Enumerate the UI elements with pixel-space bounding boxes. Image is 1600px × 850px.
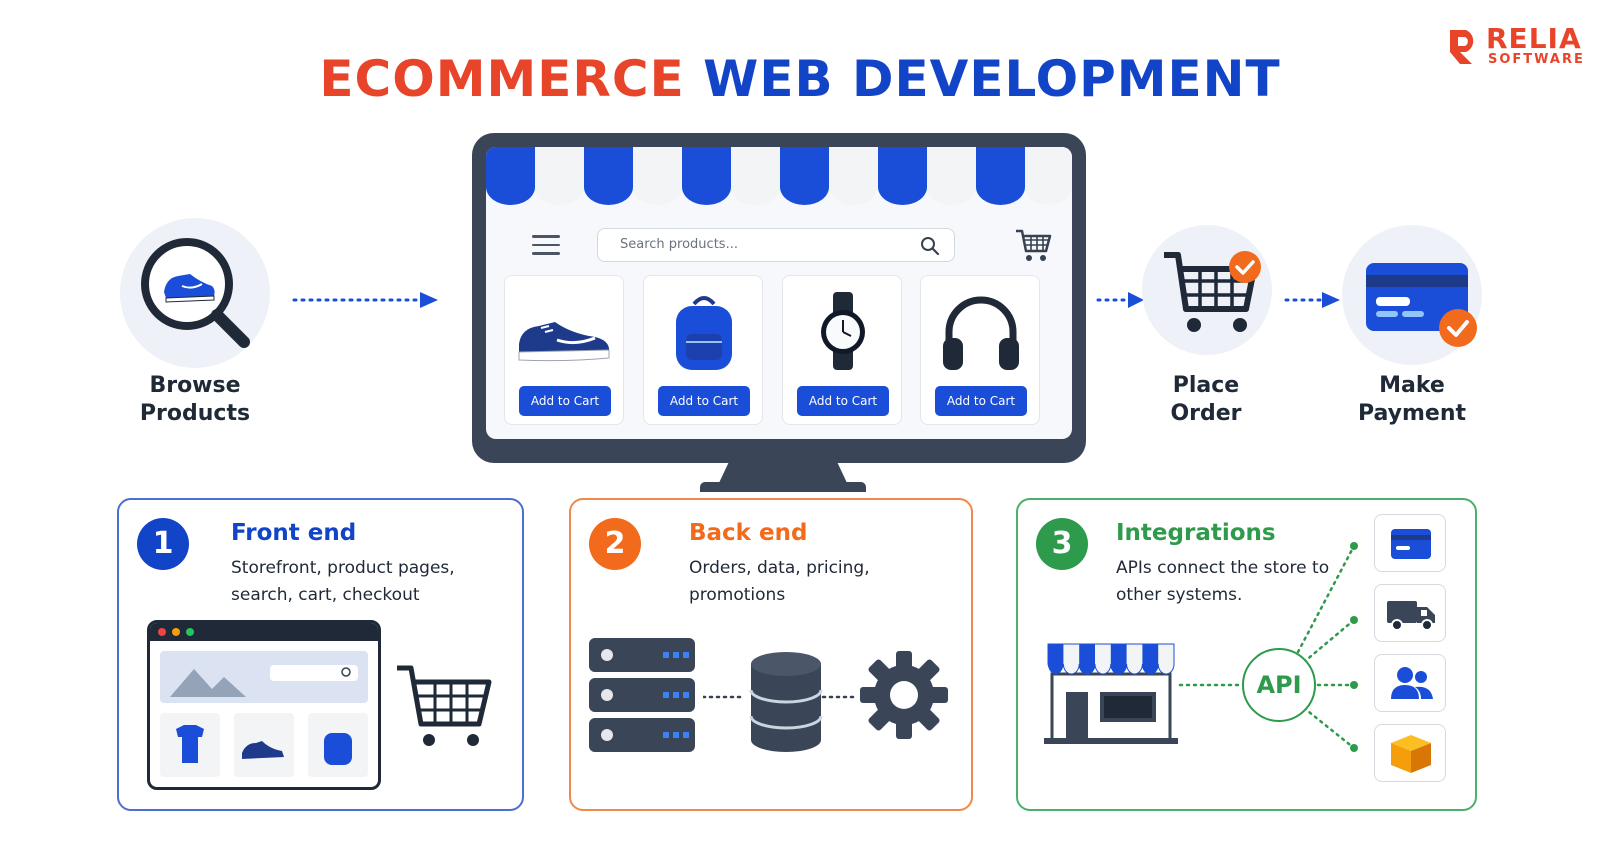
add-to-cart-button[interactable]: Add to Cart (935, 386, 1027, 416)
store-monitor: Search products... Add to Cart (472, 133, 1086, 463)
package-icon (1391, 735, 1431, 773)
search-placeholder: Search products... (620, 237, 738, 252)
inventory-integration (1374, 724, 1446, 782)
store-icon (1044, 643, 1178, 744)
payments-integration (1374, 514, 1446, 572)
panel-title: Integrations (1116, 520, 1276, 546)
front-end-panel: 1 Front end Storefront, product pages, s… (117, 498, 524, 811)
browse-products-label: Browse Products (139, 373, 251, 426)
make-payment-label: Make Payment (1357, 373, 1467, 426)
product-card[interactable]: Add to Cart (782, 275, 902, 425)
add-to-cart-button[interactable]: Add to Cart (797, 386, 889, 416)
logo-sub: SOFTWARE (1488, 52, 1585, 67)
product-card[interactable]: Add to Cart (920, 275, 1040, 425)
panel-number: 1 (137, 518, 189, 570)
flow-arrow-3 (1284, 292, 1340, 308)
credit-card-icon (1366, 263, 1468, 331)
storefront-preview-icon (160, 651, 368, 777)
database-icon (749, 652, 823, 752)
title-part-1: ECOMMERCE (319, 50, 685, 108)
monitor-stand-neck (718, 463, 848, 485)
backpack-icon (676, 296, 732, 370)
shipping-integration (1374, 584, 1446, 642)
gear-icon (860, 651, 948, 739)
check-icon (1439, 309, 1477, 347)
relia-logo-mark-icon (1450, 30, 1474, 64)
sneaker-icon (518, 322, 610, 362)
panel-title: Front end (231, 520, 357, 546)
panel-description: Storefront, product pages, search, cart,… (231, 558, 455, 605)
search-icon (921, 237, 940, 256)
logo-name: RELIA (1486, 22, 1582, 55)
panel-number: 3 (1036, 518, 1088, 570)
integrations-panel: 3 Integrations APIs connect the store to… (1016, 498, 1477, 811)
credit-card-icon (1391, 529, 1431, 559)
server-icon (589, 638, 695, 752)
panel-description: APIs connect the store to other systems. (1116, 558, 1330, 605)
flow-arrow-1 (292, 292, 438, 308)
back-end-panel: 2 Back end Orders, data, pricing, promot… (569, 498, 973, 811)
search-icon (141, 238, 250, 348)
users-integration (1374, 654, 1446, 712)
relia-logo: RELIA SOFTWARE (1446, 22, 1586, 72)
panel-title: Back end (689, 520, 808, 546)
window-dots-icon (158, 628, 194, 636)
product-card[interactable]: Add to Cart (504, 275, 624, 425)
check-icon (1229, 251, 1261, 283)
api-connector-lines (1178, 542, 1358, 752)
cart-icon[interactable] (1014, 227, 1052, 263)
page-title: ECOMMERCE WEB DEVELOPMENT (0, 50, 1600, 108)
add-to-cart-button[interactable]: Add to Cart (658, 386, 750, 416)
title-part-2: WEB DEVELOPMENT (703, 50, 1281, 108)
monitor-stand-base (700, 482, 866, 492)
panel-description: Orders, data, pricing, promotions (689, 558, 870, 605)
flow-arrow-2 (1096, 292, 1144, 308)
truck-icon (1387, 601, 1435, 631)
mini-browser-illustration (147, 620, 381, 790)
headphones-icon (943, 296, 1019, 370)
cart-icon (397, 665, 492, 746)
search-input[interactable]: Search products... (597, 228, 955, 262)
place-order-label: Place Order (1170, 373, 1242, 426)
cart-icon (1164, 252, 1257, 332)
users-icon (1391, 667, 1433, 699)
awning-icon (486, 147, 1072, 205)
product-card[interactable]: Add to Cart (643, 275, 763, 425)
connector-dots (703, 695, 855, 699)
add-to-cart-button[interactable]: Add to Cart (519, 386, 611, 416)
menu-icon[interactable] (532, 235, 560, 257)
panel-number: 2 (589, 518, 641, 570)
watch-icon (821, 292, 865, 370)
api-badge: API (1242, 648, 1316, 722)
place-order-step-circle (1142, 225, 1272, 355)
browse-step-circle (120, 218, 270, 368)
store-screen: Search products... Add to Cart (486, 147, 1072, 439)
